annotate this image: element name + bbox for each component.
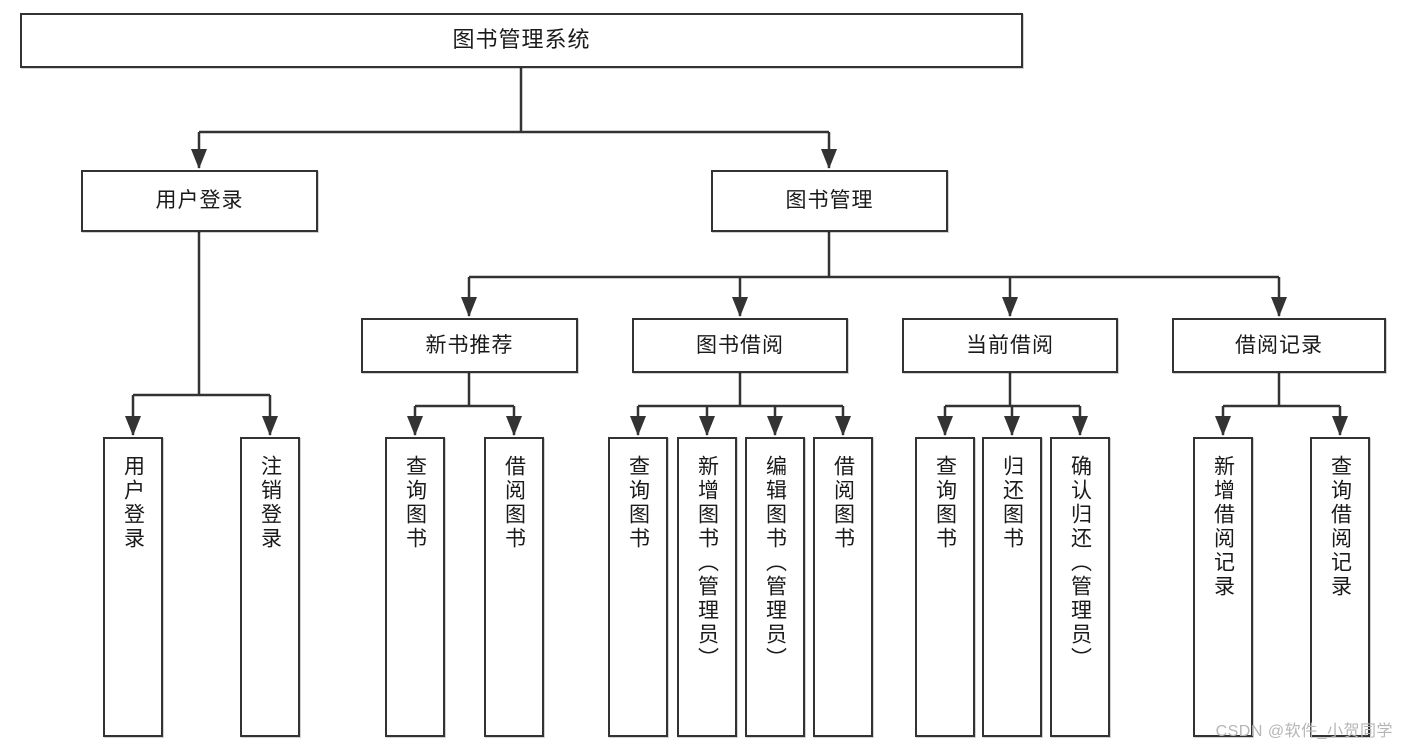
connector-arrowhead bbox=[699, 416, 715, 436]
connector-arrowhead bbox=[1215, 416, 1231, 436]
node-label: 借阅图书 bbox=[502, 455, 526, 551]
connector-arrowhead bbox=[630, 416, 646, 436]
node-level2-3[interactable]: 借阅记录 bbox=[1172, 318, 1386, 373]
node-label: 借阅图书 bbox=[831, 455, 855, 551]
node-leaf-8[interactable]: 查询图书 bbox=[915, 437, 975, 737]
node-leaf-4[interactable]: 查询图书 bbox=[608, 437, 668, 737]
connector-arrowhead bbox=[1072, 416, 1088, 436]
connector-arrowhead bbox=[937, 416, 953, 436]
node-label: 注销登录 bbox=[258, 455, 282, 551]
node-label: 查询图书 bbox=[933, 455, 957, 551]
node-level2-0[interactable]: 新书推荐 bbox=[361, 318, 578, 373]
connector-arrowhead bbox=[1332, 416, 1348, 436]
node-leaf-10[interactable]: 确认归还（管理员） bbox=[1050, 437, 1110, 737]
node-label: 新书推荐 bbox=[425, 333, 514, 357]
watermark-text: CSDN @软件_小贺同学 bbox=[1215, 723, 1393, 740]
node-leaf-7[interactable]: 借阅图书 bbox=[813, 437, 873, 737]
connector-arrowhead bbox=[262, 416, 278, 436]
node-label: 归还图书 bbox=[1000, 455, 1024, 551]
connector-arrowhead bbox=[732, 297, 748, 317]
node-label: 图书借阅 bbox=[696, 333, 784, 357]
node-label: 当前借阅 bbox=[966, 333, 1054, 357]
node-leaf-12[interactable]: 查询借阅记录 bbox=[1310, 437, 1370, 737]
node-label: 用户登录 bbox=[121, 455, 145, 551]
node-label: 确认归还（管理员） bbox=[1068, 455, 1092, 671]
connector-arrowhead bbox=[506, 416, 522, 436]
node-label: 新增图书（管理员） bbox=[695, 455, 719, 671]
connector-arrowhead bbox=[1271, 297, 1287, 317]
node-leaf-6[interactable]: 编辑图书（管理员） bbox=[745, 437, 805, 737]
connector-arrowhead bbox=[1004, 416, 1020, 436]
connector-arrowhead bbox=[821, 149, 837, 169]
node-label: 查询图书 bbox=[626, 455, 650, 551]
node-label: 查询图书 bbox=[403, 455, 427, 551]
node-label: 编辑图书（管理员） bbox=[763, 455, 787, 671]
connector-arrowhead bbox=[461, 297, 477, 317]
node-root-0[interactable]: 图书管理系统 bbox=[20, 13, 1023, 68]
node-leaf-0[interactable]: 用户登录 bbox=[103, 437, 163, 737]
node-level1-1[interactable]: 图书管理 bbox=[711, 170, 948, 232]
node-leaf-2[interactable]: 查询图书 bbox=[385, 437, 445, 737]
node-leaf-11[interactable]: 新增借阅记录 bbox=[1193, 437, 1253, 737]
node-leaf-1[interactable]: 注销登录 bbox=[240, 437, 300, 737]
connector-arrowhead bbox=[835, 416, 851, 436]
node-level1-0[interactable]: 用户登录 bbox=[81, 170, 318, 232]
node-label: 图书管理 bbox=[785, 189, 874, 213]
node-label: 图书管理系统 bbox=[452, 27, 591, 53]
node-label: 新增借阅记录 bbox=[1211, 455, 1235, 599]
node-leaf-5[interactable]: 新增图书（管理员） bbox=[677, 437, 737, 737]
node-label: 借阅记录 bbox=[1235, 333, 1323, 357]
node-level2-1[interactable]: 图书借阅 bbox=[632, 318, 848, 373]
node-leaf-3[interactable]: 借阅图书 bbox=[484, 437, 544, 737]
connector-arrowhead bbox=[1002, 297, 1018, 317]
connector-arrowhead bbox=[767, 416, 783, 436]
node-label: 用户登录 bbox=[155, 189, 244, 213]
node-level2-2[interactable]: 当前借阅 bbox=[902, 318, 1118, 373]
connector-arrowhead bbox=[125, 416, 141, 436]
connector-arrowhead bbox=[407, 416, 423, 436]
node-leaf-9[interactable]: 归还图书 bbox=[982, 437, 1042, 737]
node-label: 查询借阅记录 bbox=[1328, 455, 1352, 599]
connector-arrowhead bbox=[191, 149, 207, 169]
